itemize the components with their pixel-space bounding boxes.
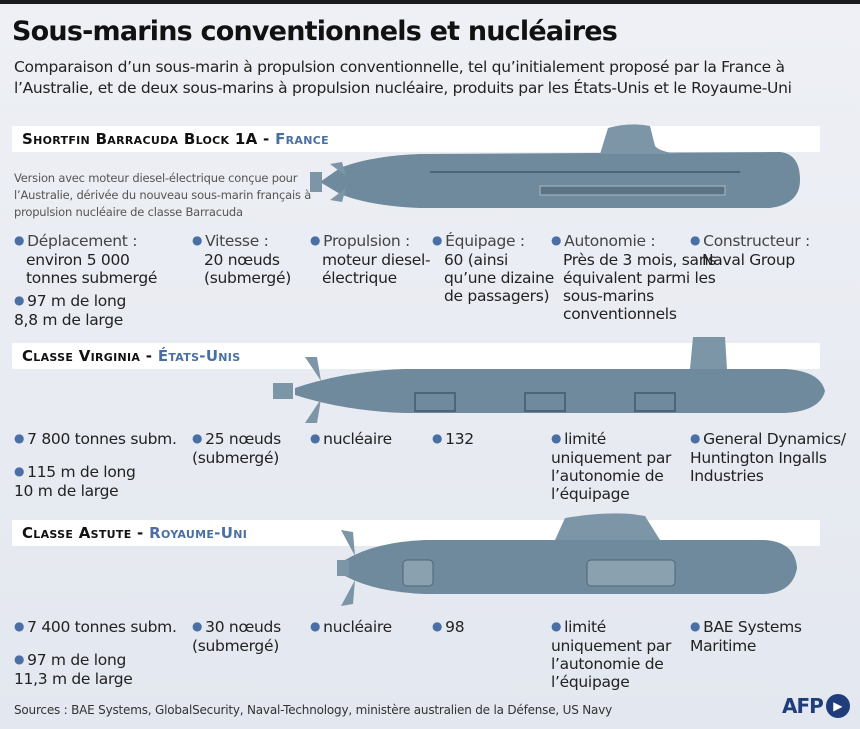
astute-submarine-illustration xyxy=(337,513,797,606)
subtitle: Comparaison d’un sous-marin à propulsion… xyxy=(14,58,792,97)
section-header-barracuda: Shortfin Barracuda Block 1A - France xyxy=(12,126,820,152)
sub-name: Classe Virginia xyxy=(22,347,141,365)
fact-displacement: ●7 400 tonnes subm. xyxy=(14,618,177,636)
fact-propulsion: ●nucléaire xyxy=(310,618,392,636)
fact-crew: ●132 xyxy=(432,430,474,448)
fact-speed: ●25 nœuds (submergé) xyxy=(192,430,281,467)
fact-displacement: ●Déplacement :environ 5 000 tonnes subme… xyxy=(14,232,158,287)
separator: - xyxy=(257,130,276,148)
section-header-virginia: Classe Virginia - États-Unis xyxy=(12,343,820,369)
sub-country: États-Unis xyxy=(157,347,241,365)
page-title: Sous-marins conventionnels et nucléaires xyxy=(12,16,618,47)
separator: - xyxy=(140,347,158,365)
top-rule xyxy=(0,0,860,4)
fact-crew: ●Équipage :60 (ainsi qu’une dizaine de p… xyxy=(432,232,554,305)
fact-crew: ●98 xyxy=(432,618,465,636)
fact-dimensions: ●97 m de long 11,3 m de large xyxy=(14,651,133,688)
barracuda-submarine-illustration xyxy=(310,124,800,208)
fact-builder: ●General Dynamics/ Huntington Ingalls In… xyxy=(690,430,846,485)
sub-name: Classe Astute xyxy=(22,524,132,542)
fact-autonomy: ●Autonomie :Près de 3 mois, sans équival… xyxy=(551,232,717,323)
fact-dimensions: ●115 m de long 10 m de large xyxy=(14,463,136,500)
fact-displacement: ●7 800 tonnes subm. xyxy=(14,430,177,448)
fact-propulsion: ●Propulsion :moteur diesel-électrique xyxy=(310,232,431,287)
sub-country: France xyxy=(275,130,329,148)
virginia-submarine-illustration xyxy=(273,337,825,423)
fact-autonomy: ●limité uniquement par l’autonomie de l’… xyxy=(551,430,672,503)
sub-name: Shortfin Barracuda Block 1A xyxy=(22,130,258,148)
fact-dimensions: ●97 m de long 8,8 m de large xyxy=(14,292,127,329)
sources: Sources : BAE Systems, GlobalSecurity, N… xyxy=(14,703,612,717)
fact-autonomy: ●limité uniquement par l’autonomie de l’… xyxy=(551,618,672,691)
separator: - xyxy=(131,524,150,542)
fact-speed: ●Vitesse :20 nœuds (submergé) xyxy=(192,232,291,287)
photo-icon: ▶ xyxy=(825,694,850,718)
afp-logo: AFP▶ xyxy=(782,694,850,718)
fact-builder: ●Constructeur :Naval Group xyxy=(690,232,810,269)
sub-country: Royaume-Uni xyxy=(149,524,248,542)
barracuda-description: Version avec moteur diesel-électrique co… xyxy=(14,171,312,219)
fact-builder: ●BAE Systems Maritime xyxy=(690,618,802,655)
fact-propulsion: ●nucléaire xyxy=(310,430,392,448)
fact-speed: ●30 nœuds (submergé) xyxy=(192,618,281,655)
